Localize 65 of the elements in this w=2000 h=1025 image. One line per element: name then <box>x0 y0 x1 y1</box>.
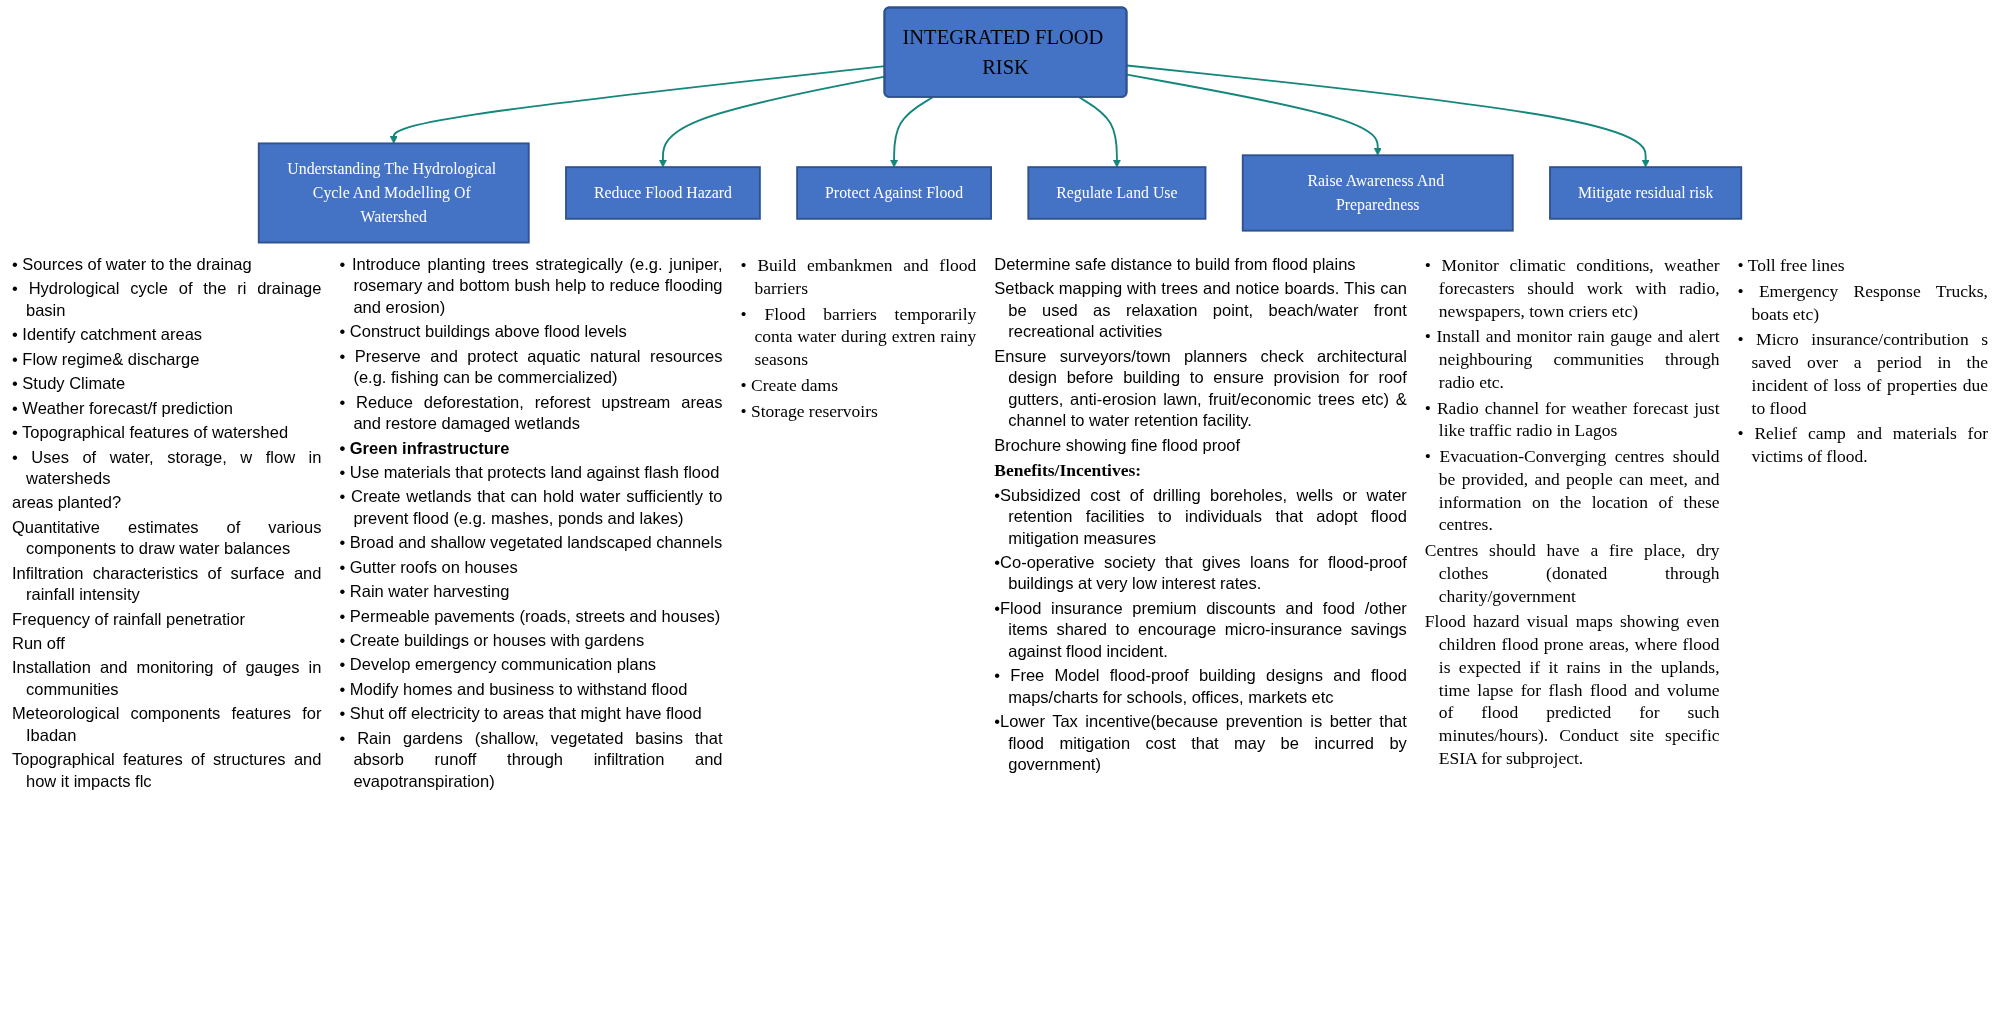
list-item: • Use materials that protects land against flash flood <box>339 461 721 483</box>
node-box: Protect Against Flood <box>796 166 992 220</box>
node-box: Regulate Land Use <box>1027 166 1207 220</box>
list-item: • Introduce planting trees strategically (e.g. juniper, rosemary and bottom bush help to reduce flooding and erosion) <box>339 254 723 318</box>
list-item: • Relief camp and materials for victims of flood. <box>1737 422 1988 468</box>
arrow <box>890 96 934 168</box>
list-item: Centres should have a fire place, dry clothes (donated through charity/government <box>1424 539 1720 608</box>
list-item: • Storage reservoirs <box>740 399 879 423</box>
arrow <box>1126 73 1382 156</box>
list-item: Installation and monitoring of gauges in communities <box>12 657 322 700</box>
list-item: • Weather forecast/f prediction <box>12 397 234 419</box>
list-item: • Permeable pavements (roads, streets and houses) <box>339 605 722 627</box>
list-item: •Subsidized cost of drilling boreholes, wells or water retention facilities to individuals that adopt flood mitigation measures <box>994 484 1407 549</box>
list-item: • Create dams <box>740 373 839 397</box>
list-item: • Topographical features of watershed <box>12 422 290 444</box>
list-item: •Co-operative society that gives loans for flood-proof buildings at very low interest rates. <box>994 552 1407 595</box>
list-item: •Lower Tax incentive(because prevention is better that flood mitigation cost that may be incurred by government) <box>994 711 1407 775</box>
list-item: • Emergency Response Trucks, boats etc) <box>1737 279 1988 326</box>
list-item: Brochure showing fine flood proof <box>994 434 1242 456</box>
list-item: • Radio channel for weather forecast just like traffic radio in Lagos <box>1424 396 1720 442</box>
list-item: • Identify catchment areas <box>12 324 204 346</box>
node-box: Raise Awareness And Preparedness <box>1241 154 1514 232</box>
list-item: • Gutter roofs on houses <box>339 556 519 578</box>
list-item: Infiltration characteristics of surface and rainfall intensity <box>12 562 322 606</box>
list-item: areas planted? <box>12 492 123 514</box>
list-item: Topographical features of structures and how it impacts flc <box>12 749 322 792</box>
list-item: • Reduce deforestation, reforest upstream areas and restore damaged wetlands <box>339 391 723 435</box>
list-item: • Flood barriers temporarily conta water during extren rainy seasons <box>740 302 977 371</box>
node-box: Mitigate residual risk <box>1549 166 1743 220</box>
list-heading: • Green infrastructure <box>339 437 511 459</box>
list-item: • Construct buildings above flood levels <box>339 321 628 343</box>
arrow <box>1126 64 1650 168</box>
list-item: • Flow regime& discharge <box>12 348 201 370</box>
list-item: • Shut off electricity to areas that might have flood <box>339 703 703 725</box>
list-item: Setback mapping with trees and notice boards. This can be used as relaxation point, beach/water front recreational activities <box>994 278 1407 343</box>
list-item: Quantitative estimates of various components to draw water balances <box>12 516 322 560</box>
list-item: • Build embankmen and flood barriers <box>740 254 977 300</box>
list-item: • Rain water harvesting <box>339 581 511 603</box>
list-item: • Modify homes and business to withstand flood <box>339 678 689 700</box>
list-item: •Flood insurance premium discounts and food /other items shared to encourage micro-insurance savings against flood incident. <box>994 597 1407 662</box>
list-item: Meteorological components features for Ibadan <box>12 703 322 746</box>
node-box: Reduce Flood Hazard <box>565 166 761 220</box>
list-item: • Create buildings or houses with gardens <box>339 630 646 651</box>
list-item: • Hydrological cycle of the ri drainage basin <box>12 278 322 321</box>
list-item: Flood hazard visual maps showing even children flood prone areas, where flood is expected if it rains in the uplands, time lapse for flash flood and volume of flood predicted for such minutes/hours). Conduct site specific ESIA for subproject. <box>1424 610 1720 770</box>
list-item: • Micro insurance/contribution s saved over a period in the incident of loss of properties due to flood <box>1737 328 1988 420</box>
list-item: • Sources of water to the drainag <box>12 254 253 275</box>
list-item: Determine safe distance to build from flood plains <box>994 254 1357 275</box>
list-item: • Develop emergency communication plans <box>339 654 658 676</box>
list-item: • Study Climate <box>12 373 127 395</box>
list-item: • Toll free lines <box>1737 254 1846 277</box>
node-box: Understanding The Hydrological Cycle And Modelling Of Watershed <box>257 142 530 244</box>
list-item: • Install and monitor rain gauge and alert neighbouring communities through radio etc. <box>1424 325 1720 394</box>
list-item: Run off <box>12 633 66 654</box>
list-item: • Rain gardens (shallow, vegetated basins that absorb runoff through infiltration and evapotranspiration) <box>339 727 723 792</box>
list-item: • Free Model flood-proof building designs and flood maps/charts for schools, offices, markets etc <box>994 665 1407 708</box>
list-item: Frequency of rainfall penetratior <box>12 608 246 630</box>
list-item: • Create wetlands that can hold water sufficiently to prevent flood (e.g. mashes, ponds and lakes) <box>339 486 723 529</box>
list-item: Ensure surveyors/town planners check architectural design before building to ensure provision for roof gutters, anti-erosion lawn, fruit/economic trees etc) & channel to water retention facility. <box>994 345 1407 432</box>
arrow <box>1078 96 1121 168</box>
list-item: • Broad and shallow vegetated landscaped channels <box>339 532 723 554</box>
list-item: • Monitor climatic conditions, weather forecasters should work with radio, newspapers, town criers etc) <box>1424 254 1720 323</box>
list-item: • Evacuation-Converging centres should be provided, and people can meet, and information on the location of these centres. <box>1424 445 1720 536</box>
list-heading: Benefits/Incentives: <box>994 458 1143 482</box>
list-item: • Preserve and protect aquatic natural resources (e.g. fishing can be commercialized) <box>339 345 723 389</box>
